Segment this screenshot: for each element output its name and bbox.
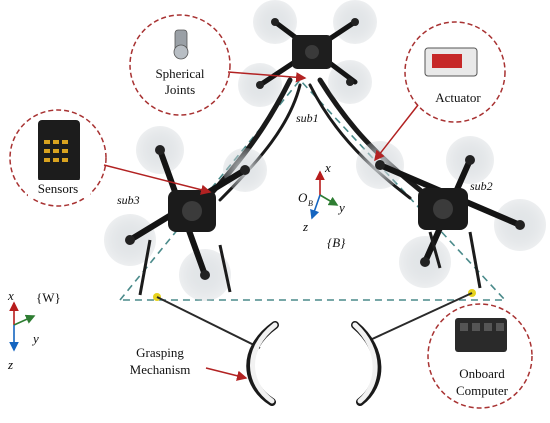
grasping-label-group: Grasping Mechanism (130, 345, 248, 381)
body-axis-x: x (324, 160, 331, 175)
sub3-label: sub3 (117, 193, 140, 207)
drone-sub3 (104, 126, 267, 301)
world-axis-y: y (31, 331, 39, 346)
sub1-label: sub1 (296, 111, 319, 125)
payload-triangle (119, 78, 507, 301)
sensors-pointer (103, 164, 212, 195)
onboard-label-1: Onboard (459, 366, 505, 381)
spherical-joints-label-2: Joints (165, 82, 195, 97)
spherical-joints-pointer (227, 71, 307, 83)
body-origin-subscript: B (308, 199, 313, 208)
body-origin-label: O (298, 190, 308, 205)
drone-sub1 (238, 0, 377, 107)
callout-actuator: Actuator (374, 21, 506, 162)
grasping-pointer (205, 367, 248, 381)
grasping-label-2: Mechanism (130, 362, 191, 377)
sensors-label: Sensors (38, 181, 78, 196)
body-frame-label: {B} (327, 235, 346, 250)
body-axis-z: z (302, 219, 308, 234)
sub2-label: sub2 (470, 179, 493, 193)
spherical-joints-label-1: Spherical (155, 66, 204, 81)
world-frame: x y z {W} (7, 288, 61, 372)
grasping-mechanism (156, 292, 473, 406)
actuator-label: Actuator (435, 90, 481, 105)
drone-sub2 (356, 136, 546, 297)
actuator-pointer (374, 104, 419, 162)
body-axis-y: y (337, 200, 345, 215)
callout-spherical-joints: Spherical Joints (129, 14, 307, 116)
world-axis-x: x (7, 288, 14, 303)
callout-sensors: Sensors (9, 109, 212, 207)
body-frame: x y z O B {B} (298, 160, 346, 250)
world-axis-z: z (7, 357, 13, 372)
callout-onboard-computer: Onboard Computer (427, 303, 533, 409)
onboard-label-2: Computer (456, 383, 509, 398)
grasping-label-1: Grasping (136, 345, 184, 360)
world-frame-label: {W} (36, 290, 61, 305)
